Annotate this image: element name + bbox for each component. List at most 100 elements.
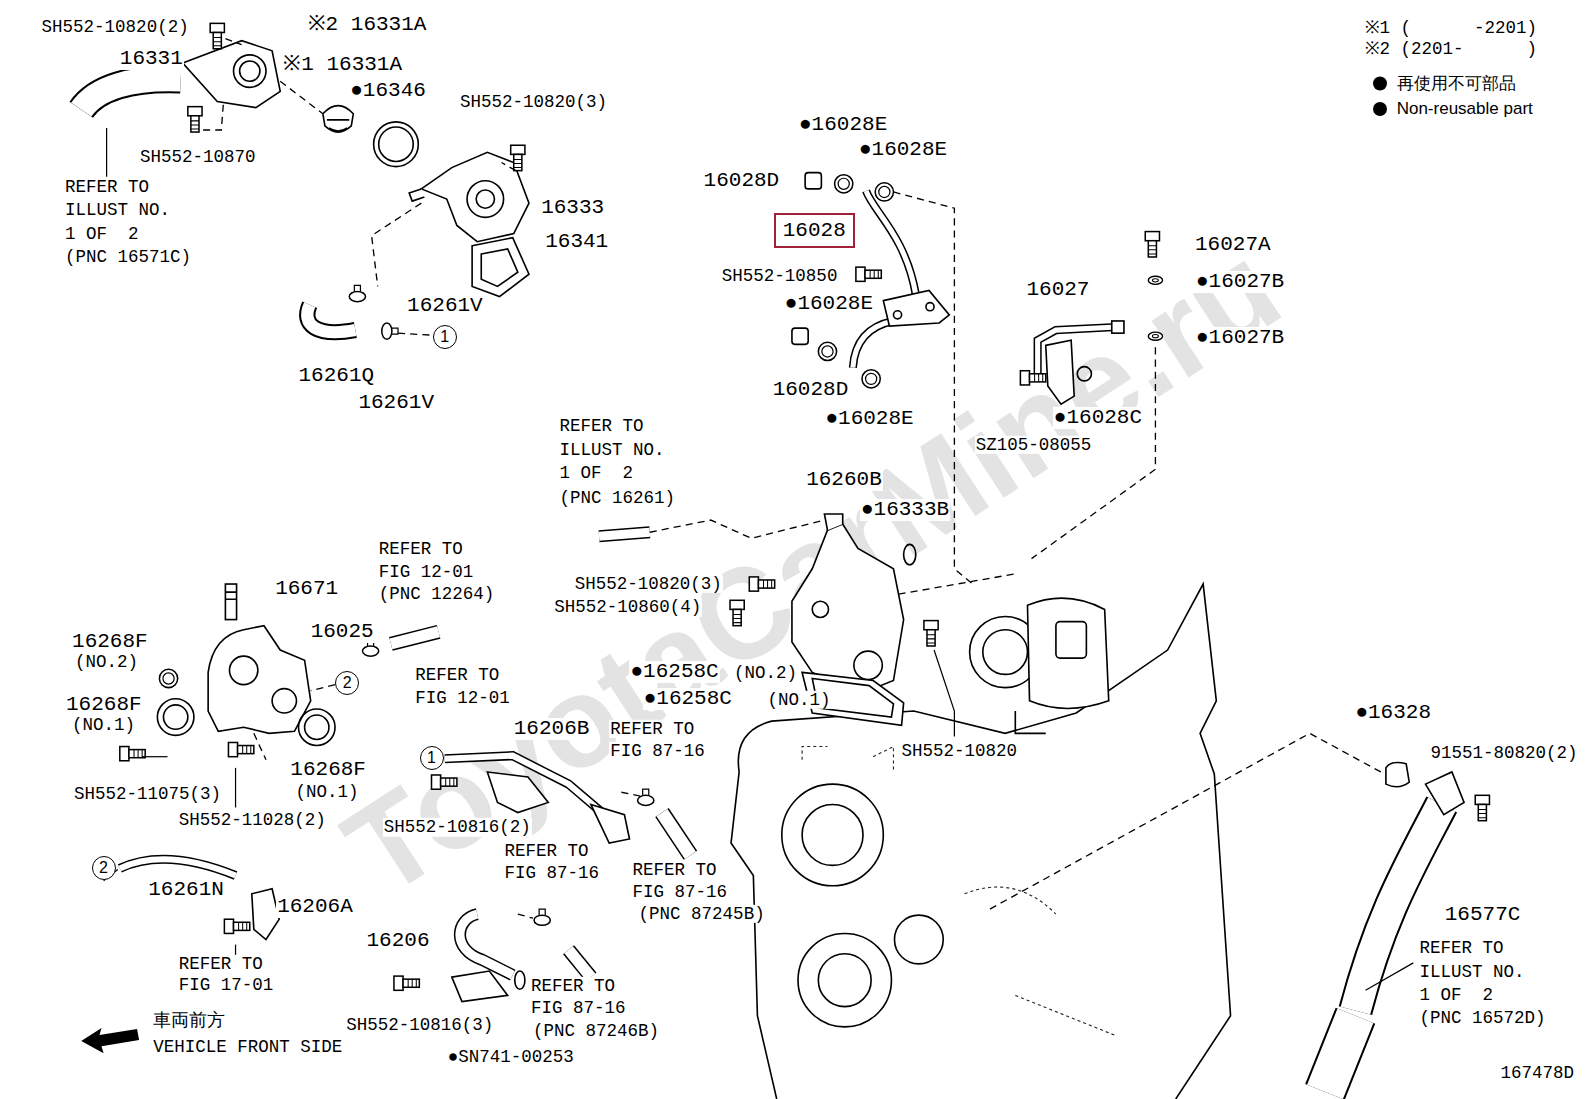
label-holder: SH552-10820 xyxy=(901,742,1019,760)
fastener-number: SH552-11028(2) xyxy=(178,811,327,829)
reference-note: REFER TO xyxy=(504,842,590,860)
connection-number: 2 xyxy=(99,859,108,877)
label-holder: SH552-10870 xyxy=(139,148,257,166)
fastener-number: SH552-10820(3) xyxy=(574,575,723,593)
label-holder: ※2 16331A xyxy=(307,14,428,36)
part-number: 16261V xyxy=(357,392,435,414)
fastener-number: SZ105-08055 xyxy=(975,436,1093,454)
fastener-number: SH552-10820 xyxy=(901,742,1019,760)
reference-note: REFER TO xyxy=(632,861,718,879)
part-number: 16028D xyxy=(703,170,781,192)
part-number: 16268F xyxy=(65,694,143,716)
date-note: ※1 ( -2201) xyxy=(1364,19,1539,37)
label-holder: (PNC 16571C) xyxy=(64,248,192,266)
label-holder: 16261N xyxy=(147,879,225,901)
reference-note: 1 OF 2 xyxy=(558,464,634,482)
label-holder: 16268F xyxy=(71,631,149,653)
label-holder: (NO.2) xyxy=(733,664,798,682)
fastener-number: ●SN741-00253 xyxy=(447,1048,575,1066)
reference-note: REFER TO xyxy=(414,666,500,684)
part-number: 16027A xyxy=(1194,234,1272,256)
label-holder: REFER TO xyxy=(414,666,500,684)
label-holder: 91551-80820(2) xyxy=(1430,744,1579,762)
label-holder: SH552-10860(4) xyxy=(553,598,702,616)
part-number: 167478D xyxy=(1500,1064,1576,1082)
label-holder: (NO.1) xyxy=(767,690,832,708)
label-holder: ●16028E xyxy=(858,139,948,161)
part-number: 16577C xyxy=(1444,904,1522,926)
legend-dot xyxy=(1373,76,1387,90)
reference-note: FIG 87-16 xyxy=(609,742,706,760)
connection-number: 1 xyxy=(427,749,436,767)
part-number: ●16328 xyxy=(1354,702,1432,724)
label-holder: (PNC 16261) xyxy=(558,488,676,506)
legend-entry: Non-reusable part xyxy=(1373,99,1533,119)
part-number: (NO.2) xyxy=(733,664,798,682)
label-holder: 16027A xyxy=(1194,234,1272,256)
label-holder: 16341 xyxy=(544,231,609,253)
label-holder: FIG 87-16 xyxy=(609,742,706,760)
label-holder: SH552-10816(2) xyxy=(383,818,532,836)
label-holder: 16331 xyxy=(119,48,184,70)
label-holder: FIG 87-16 xyxy=(530,999,627,1017)
part-number: 16027 xyxy=(1025,279,1090,301)
label-holder: SH552-10820(2) xyxy=(41,18,190,36)
label-holder: REFER TO xyxy=(609,720,695,738)
part-number: ●16027B xyxy=(1195,271,1285,293)
label-holder: FIG 12-01 xyxy=(378,562,475,580)
label-holder: 16260B xyxy=(805,469,883,491)
reference-note: 1 OF 2 xyxy=(1418,986,1494,1004)
reference-note: FIG 12-01 xyxy=(414,688,511,706)
label-holder: 16206A xyxy=(276,896,354,918)
fastener-number: 91551-80820(2) xyxy=(1430,744,1579,762)
label-holder: ※2 (2201- ) xyxy=(1364,40,1539,58)
date-note: ※2 (2201- ) xyxy=(1364,40,1539,58)
part-number: (NO.2) xyxy=(74,653,139,671)
connection-circle: 2 xyxy=(335,671,359,695)
label-holder: FIG 87-16 xyxy=(504,864,601,882)
label-holder: ●16028C xyxy=(1053,407,1143,429)
label-holder: REFER TO xyxy=(558,417,644,435)
label-holder: ●16258C xyxy=(643,687,733,709)
reference-note: REFER TO xyxy=(609,720,695,738)
label-holder: 16025 xyxy=(310,620,375,642)
reference-note: ILLUST NO. xyxy=(1418,962,1525,980)
label-holder: (NO.2) xyxy=(74,653,139,671)
connection-circle: 1 xyxy=(433,325,457,349)
label-holder: SH552-10816(3) xyxy=(345,1016,494,1034)
fastener-number: SH552-11075(3) xyxy=(73,785,222,803)
label-holder: SH552-10820(3) xyxy=(459,92,608,110)
label-holder: ●16346 xyxy=(349,80,427,102)
legend-text: Non-reusable part xyxy=(1397,99,1533,119)
label-holder: ●16028E xyxy=(798,114,888,136)
reference-note: (PNC 16572D) xyxy=(1418,1009,1546,1027)
fastener-number: SH552-10870 xyxy=(139,148,257,166)
label-holder: VEHICLE FRONT SIDE xyxy=(152,1038,343,1056)
part-number: 16028D xyxy=(772,379,850,401)
connection-number: 1 xyxy=(440,328,449,346)
label-holder: 16261V xyxy=(357,392,435,414)
label-holder: 1 OF 2 xyxy=(1418,986,1494,1004)
label-holder: 16261Q xyxy=(297,365,375,387)
label-holder: (NO.1) xyxy=(294,783,359,801)
label-holder: 16206B xyxy=(513,718,591,740)
part-number: 16028 xyxy=(783,219,846,242)
part-number: (NO.1) xyxy=(767,690,832,708)
part-number: ●16028E xyxy=(798,114,888,136)
part-number: 16333 xyxy=(540,197,605,219)
label-holder: ILLUST NO. xyxy=(1418,962,1525,980)
part-number: 16341 xyxy=(544,231,609,253)
reference-note: REFER TO xyxy=(178,954,264,972)
label-holder: REFER TO xyxy=(632,861,718,879)
label-holder: REFER TO xyxy=(178,954,264,972)
label-holder: ●16328 xyxy=(1354,702,1432,724)
connection-circle: 2 xyxy=(92,856,116,880)
part-number: 16206 xyxy=(366,930,431,952)
label-holder: ●16028E xyxy=(784,293,874,315)
part-number: ●16028E xyxy=(858,139,948,161)
reference-note: (PNC 12264) xyxy=(378,585,496,603)
part-number: 16268F xyxy=(71,631,149,653)
label-holder: 16577C xyxy=(1444,904,1522,926)
label-holder: (PNC 12264) xyxy=(378,585,496,603)
label-holder: ●SN741-00253 xyxy=(447,1048,575,1066)
